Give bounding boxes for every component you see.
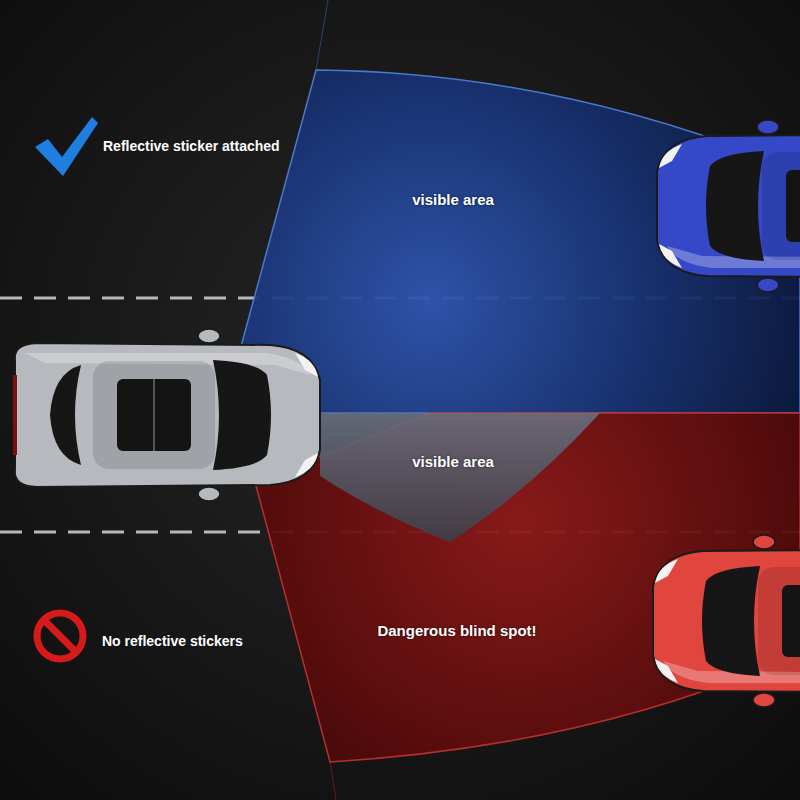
no-symbol-icon	[44, 620, 76, 652]
red-car	[653, 535, 800, 707]
legend-text: No reflective stickers	[102, 633, 243, 649]
legend-item: No reflective stickers	[102, 632, 243, 650]
zone-label: visible area	[412, 191, 494, 208]
view-edge	[316, 0, 328, 70]
blue-car	[657, 120, 800, 292]
check-icon	[35, 117, 98, 176]
own-car	[15, 329, 320, 501]
legend-text: Reflective sticker attached	[103, 138, 280, 154]
legend-item: Reflective sticker attached	[103, 137, 280, 155]
zone-label: Dangerous blind spot!	[377, 622, 536, 639]
zone-label: visible area	[412, 453, 494, 470]
no-symbol-icon	[37, 613, 83, 659]
view-edge	[330, 762, 336, 800]
mirror-visible-zone	[320, 413, 600, 542]
